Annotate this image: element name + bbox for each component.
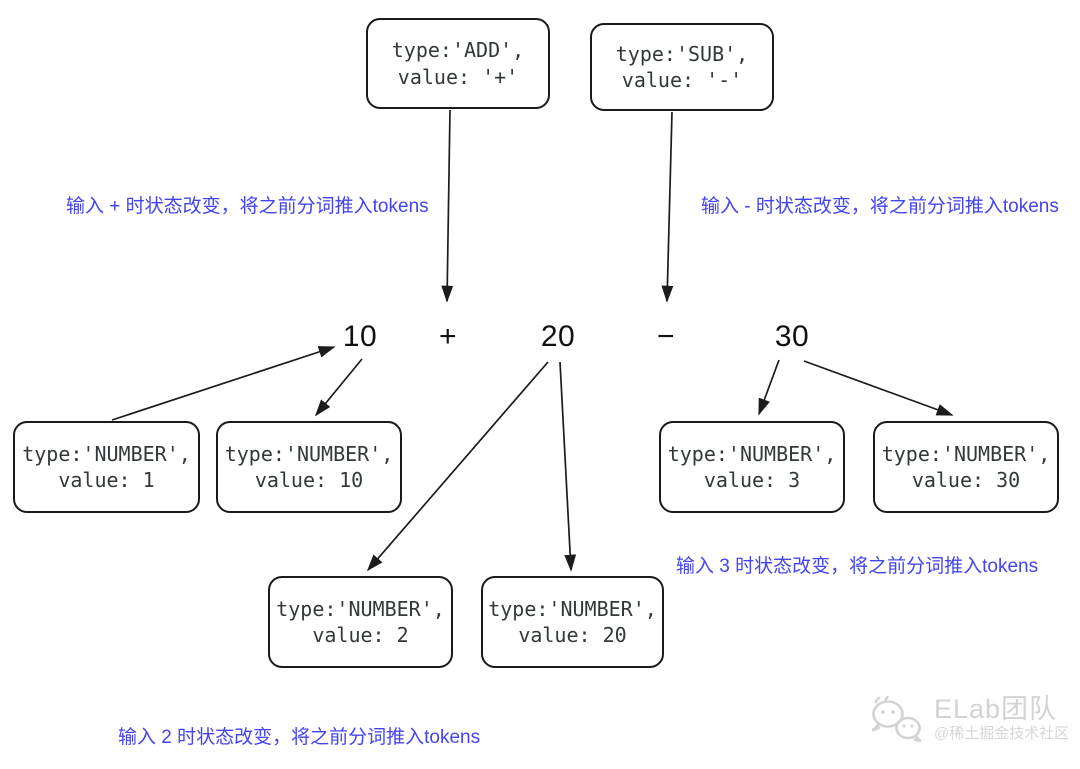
token-box-add-line1: type:'ADD', [391,38,525,63]
arrow-30-to-box30 [803,360,954,416]
token-box-number-10: type:'NUMBER', value: 10 [216,421,402,513]
wechat-icon [871,696,922,742]
token-box-number-20-line1: type:'NUMBER', [488,596,657,621]
token-box-sub-line2: value: '-' [621,68,743,92]
annotation-minus-state-change: 输入 - 时状态改变，将之前分词推入tokens [701,196,1059,217]
expression-token-30: 30 [774,320,810,353]
token-box-number-20: type:'NUMBER', value: 20 [481,576,664,668]
expression-token-plus: + [438,320,458,353]
token-box-number-3: type:'NUMBER', value: 3 [659,421,845,513]
token-box-number-30-line1: type:'NUMBER', [881,441,1051,466]
arrow-10-to-box10 [314,358,363,417]
expression-token-10: 10 [342,320,378,353]
token-box-number-20-line2: value: 20 [518,623,627,647]
token-box-number-10-line2: value: 10 [254,468,364,492]
arrow-20-to-box20 [559,361,577,572]
watermark-texts: ELab团队 @稀土掘金技术社区 [934,694,1070,742]
token-box-number-1-line1: type:'NUMBER', [22,441,191,466]
arrow-box1-to-10 [111,346,336,421]
token-box-number-2: type:'NUMBER', value: 2 [268,576,453,668]
arrow-add-to-plus [441,109,454,303]
arrow-sub-to-minus [661,111,674,303]
token-box-sub: type:'SUB', value: '-' [590,23,774,111]
token-box-add: type:'ADD', value: '+' [366,18,550,109]
token-box-number-1-line2: value: 1 [58,468,155,492]
watermark: ELab团队 @稀土掘金技术社区 [866,696,1069,748]
token-box-add-line2: value: '+' [397,64,519,89]
annotation-2-state-change: 输入 2 时状态改变，将之前分词推入tokens [118,727,481,748]
token-box-number-3-line2: value: 3 [703,468,801,492]
token-box-number-30: type:'NUMBER', value: 30 [873,421,1059,513]
expression-token-minus: − [656,320,676,353]
expression-token-20: 20 [540,320,576,353]
token-box-sub-line1: type:'SUB', [615,41,749,66]
token-box-number-1: type:'NUMBER', value: 1 [13,421,200,513]
watermark-brand: ELab团队 [934,694,1058,724]
annotation-3-state-change: 输入 3 时状态改变，将之前分词推入tokens [676,556,1039,577]
token-box-number-3-line1: type:'NUMBER', [667,441,837,466]
token-box-number-10-line1: type:'NUMBER', [224,441,394,466]
annotation-plus-state-change: 输入 + 时状态改变，将之前分词推入tokens [66,196,429,217]
token-box-number-2-line1: type:'NUMBER', [276,596,445,621]
token-box-number-30-line2: value: 30 [911,468,1021,492]
arrow-30-to-box3 [758,359,780,416]
watermark-community: @稀土掘金技术社区 [934,725,1070,742]
token-box-number-2-line2: value: 2 [312,623,409,647]
